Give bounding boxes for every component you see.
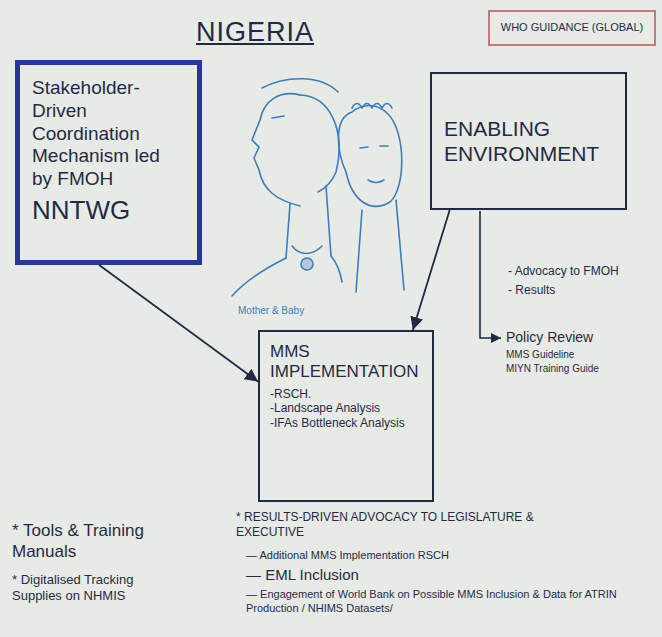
mother-neck xyxy=(272,116,331,258)
sub-note: — Engagement of World Bank on Possible M… xyxy=(246,588,651,616)
box-content: ENABLING ENVIRONMENT xyxy=(444,86,613,196)
note-text: MIYN Training Guide xyxy=(506,363,599,376)
coordination-box: Stakeholder-Driven Coordination Mechanis… xyxy=(15,60,202,265)
bullet-note: * RESULTS-DRIVEN ADVOCACY TO LEGISLATURE… xyxy=(236,510,571,540)
note-text: - Advocacy to FMOH xyxy=(508,264,619,279)
baby-features xyxy=(360,146,388,183)
sub-note: — Additional MMS Implementation RSCH xyxy=(246,549,651,563)
connector-arrow xyxy=(99,265,258,382)
box-text: -RSCH. xyxy=(270,387,422,401)
box-heading: ENABLING ENVIRONMENT xyxy=(444,116,613,166)
box-content: WHO GUIDANCE (GLOBAL) xyxy=(496,18,648,38)
note-text: - Results xyxy=(508,283,555,298)
mother-baby-sketch xyxy=(232,79,404,296)
implementation-box: MMS IMPLEMENTATION -RSCH.-Landscape Analy… xyxy=(258,330,434,502)
diagram-title: NIGERIA xyxy=(196,16,314,50)
environment-box: ENABLING ENVIRONMENT xyxy=(430,72,627,210)
head-band xyxy=(262,79,338,92)
necklace xyxy=(292,246,322,254)
mother-face xyxy=(252,94,300,206)
note-heading: Policy Review xyxy=(506,329,593,347)
box-content: MMS IMPLEMENTATION -RSCH.-Landscape Analy… xyxy=(270,342,422,490)
box-heading: MMS IMPLEMENTATION xyxy=(270,342,422,383)
sub-note: — EML Inclusion xyxy=(246,566,651,585)
bullet-note: * Digitalised Tracking Supplies on NHMIS xyxy=(12,572,184,605)
guidance-box: WHO GUIDANCE (GLOBAL) xyxy=(488,10,656,46)
mother-shoulders xyxy=(232,256,342,296)
box-content: Stakeholder-Driven Coordination Mechanis… xyxy=(32,77,185,248)
baby-body xyxy=(356,200,404,292)
illustration-caption: Mother & Baby xyxy=(238,305,304,318)
box-heading: WHO GUIDANCE (GLOBAL) xyxy=(496,21,648,34)
connector-arrow xyxy=(413,210,450,330)
baby-head xyxy=(338,106,401,207)
mother-hair xyxy=(300,95,339,192)
bullet-note: * Tools & Training Manuals xyxy=(12,520,177,563)
box-text: -Landscape Analysis xyxy=(270,401,422,415)
pendant xyxy=(301,258,313,270)
box-text: NNTWG xyxy=(32,195,185,226)
note-text: MMS Guideline xyxy=(506,349,574,362)
leader-arrow xyxy=(480,211,501,338)
box-text: -IFAs Bottleneck Analysis xyxy=(270,416,422,430)
baby-curls xyxy=(352,104,392,109)
box-heading: Stakeholder-Driven Coordination Mechanis… xyxy=(32,77,185,191)
